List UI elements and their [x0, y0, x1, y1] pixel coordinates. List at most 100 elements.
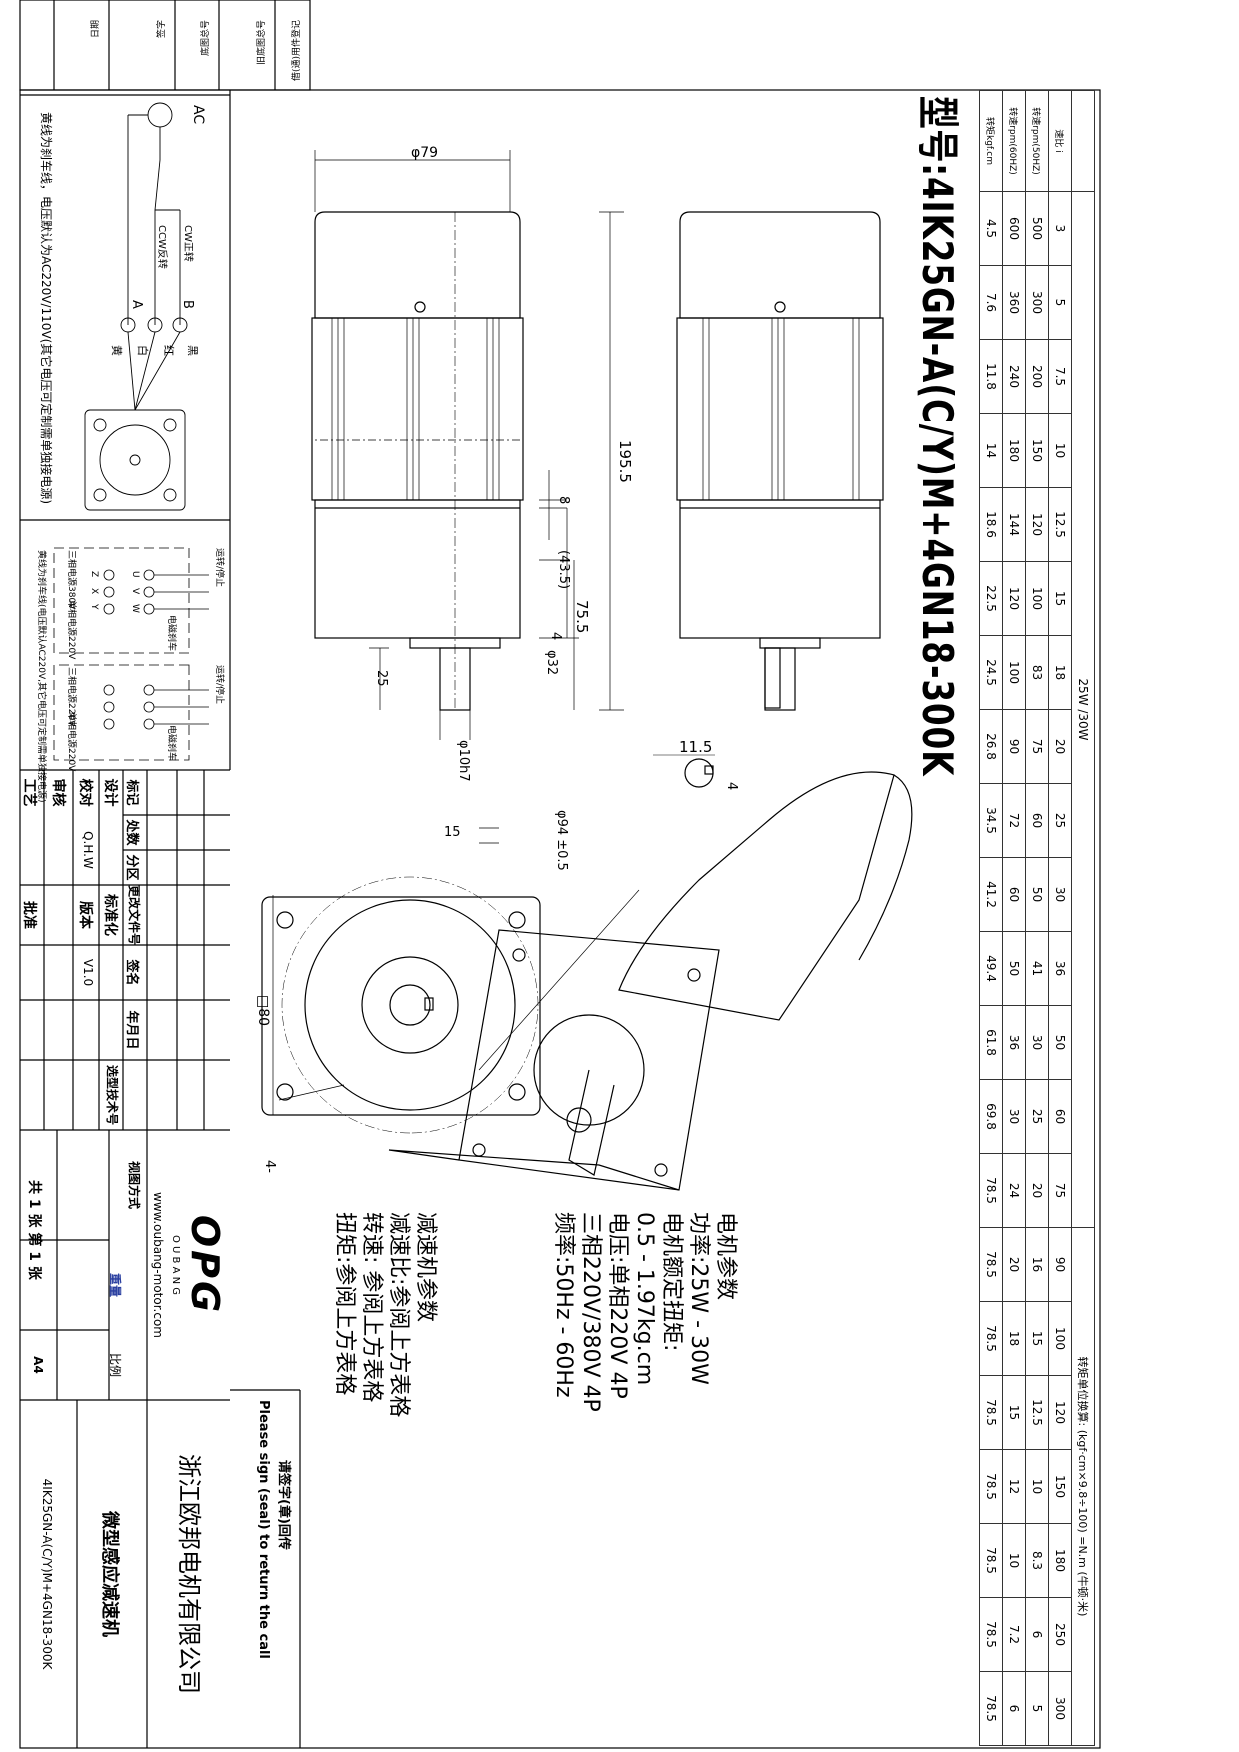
gear-ratio: 减速比:参阅上方表格 — [386, 1212, 411, 1418]
table-cell: 78.5 — [979, 1153, 1003, 1228]
wire-white: 白 — [136, 345, 149, 356]
dim-8: 8 — [556, 496, 571, 505]
table-cell: 22.5 — [979, 561, 1003, 636]
brake-w: W — [130, 604, 140, 613]
brand-name: O U B A N G — [170, 1234, 181, 1295]
row-label: 转矩kgf.cm — [979, 90, 1003, 192]
drawing-number: 4IK25GN-A(C/Y)M+4GN18-300K — [40, 1478, 54, 1670]
tb-check: 校对 — [77, 778, 93, 807]
model-title: 型号:4IK25GN-A(C/Y)M+4GN18-300K — [913, 96, 962, 777]
table-cell: 100 — [1002, 635, 1026, 710]
brake-label-1: 电磁刹车 — [166, 615, 176, 652]
wiring-a: A — [129, 300, 144, 309]
wire-black: 黑 — [186, 345, 199, 356]
table-cell: 60 — [1002, 857, 1026, 932]
company-name: 浙江欧邦电机有限公司 — [175, 1454, 203, 1694]
table-cell: 18.6 — [979, 487, 1003, 562]
title-block-grid — [20, 770, 301, 1748]
table-cell: 24.5 — [979, 635, 1003, 710]
table-cell: 25 — [1025, 1079, 1049, 1154]
table-cell: 75 — [1025, 709, 1049, 784]
table-cell: 5 — [1048, 265, 1072, 340]
table-cell: 78.5 — [979, 1227, 1003, 1302]
table-cell: 120 — [1002, 561, 1026, 636]
table-cell: 300 — [1025, 265, 1049, 340]
dim-75-5: 75.5 — [573, 600, 591, 634]
table-cell: 26.8 — [979, 709, 1003, 784]
side-strip-label: 底图总号 — [201, 20, 211, 57]
product-name: 微型感应减速机 — [99, 1511, 120, 1637]
table-cell: 36 — [1002, 1005, 1026, 1080]
dim-15: 15 — [444, 825, 461, 840]
wiring-b: B — [180, 300, 195, 309]
table-cell: 150 — [1048, 1449, 1072, 1524]
motor-torque: 0.5 - 1.97kg.cm — [632, 1212, 657, 1386]
side-view-front — [311, 211, 524, 711]
side-strip-label: 借(通)用件登记 — [292, 20, 302, 82]
table-cell: 120 — [1048, 1375, 1072, 1450]
row-label: 转速rpm(50HZ) — [1025, 90, 1049, 192]
brake-wiring — [53, 547, 209, 761]
revision-header: 标记 — [124, 779, 139, 806]
table-cell: 83 — [1025, 635, 1049, 710]
motor-params-heading: 电机参数 — [713, 1212, 738, 1301]
table-cell: 600 — [1002, 191, 1026, 266]
table-cell: 3 — [1048, 191, 1072, 266]
wire-red: 红 — [162, 345, 175, 356]
motor-power: 功率:25W - 30W — [686, 1212, 711, 1385]
table-cell: 7.2 — [1002, 1597, 1026, 1672]
table-cell: 8.3 — [1025, 1523, 1049, 1598]
brake-run-2: 运转/停止 — [214, 665, 224, 705]
table-cell: 30 — [1048, 857, 1072, 932]
sign-en: Please sign (seal) to return the call — [256, 1400, 271, 1659]
tb-process: 工艺 — [21, 778, 37, 807]
table-cell: 12.5 — [1025, 1375, 1049, 1450]
gear-params: 减速机参数 减速比:参阅上方表格 转速: 参阅上方表格 扭矩:参阅上方表格 — [331, 1212, 439, 1417]
table-cell: 4.5 — [979, 191, 1003, 266]
frame — [19, 0, 1101, 1749]
table-cell: 30 — [1002, 1079, 1026, 1154]
revision-header: 更改文件号 — [127, 885, 141, 946]
brake-y: Y — [89, 604, 99, 610]
table-cell: 15 — [1025, 1301, 1049, 1376]
table-cell: 180 — [1002, 413, 1026, 488]
table-cell: 180 — [1048, 1523, 1072, 1598]
dim-4: 4 — [548, 632, 563, 641]
table-cell: 240 — [1002, 339, 1026, 414]
table-cell: 50 — [1048, 1005, 1072, 1080]
website: www.oubang-motor.com — [151, 1192, 165, 1338]
side-strip-label: 日期 — [91, 20, 101, 39]
table-cell: 12.5 — [1048, 487, 1072, 562]
wiring-ac: AC — [190, 105, 206, 125]
brake-note: 黄线为刹车线(电压默认AC220V,其它电压可定制需单独接电源) — [36, 550, 46, 803]
table-cell: 90 — [1048, 1227, 1072, 1302]
table-cell: 41 — [1025, 931, 1049, 1006]
table-cell: 36 — [1048, 931, 1072, 1006]
table-cell: 14 — [979, 413, 1003, 488]
tb-sheets: 共 1 张 第 1 张 — [26, 1180, 42, 1280]
dim-square-80: □80 — [255, 995, 271, 1027]
table-cell: 75 — [1048, 1153, 1072, 1228]
dim-diameter-10h7: φ10h7 — [456, 740, 471, 782]
table-cell: 60 — [1048, 1079, 1072, 1154]
motor-voltage: 电压:单相220V 4P — [605, 1212, 630, 1399]
table-cell: 41.2 — [979, 857, 1003, 932]
tb-view: 视图方式 — [127, 1160, 141, 1209]
table-cell: 18 — [1002, 1301, 1026, 1376]
table-cell: 7.5 — [1048, 339, 1072, 414]
dim-holes: 4- — [262, 1160, 277, 1173]
tb-checker: Q.H.W — [81, 831, 95, 869]
table-cell: 50 — [1002, 931, 1026, 1006]
table-cell: 60 — [1025, 783, 1049, 858]
table-cell: 11.8 — [979, 339, 1003, 414]
table-cell: 16 — [1025, 1227, 1049, 1302]
table-cell: 120 — [1025, 487, 1049, 562]
dim-25: 25 — [374, 670, 389, 687]
table-cell: 200 — [1025, 339, 1049, 414]
table-cell: 144 — [1002, 487, 1026, 562]
